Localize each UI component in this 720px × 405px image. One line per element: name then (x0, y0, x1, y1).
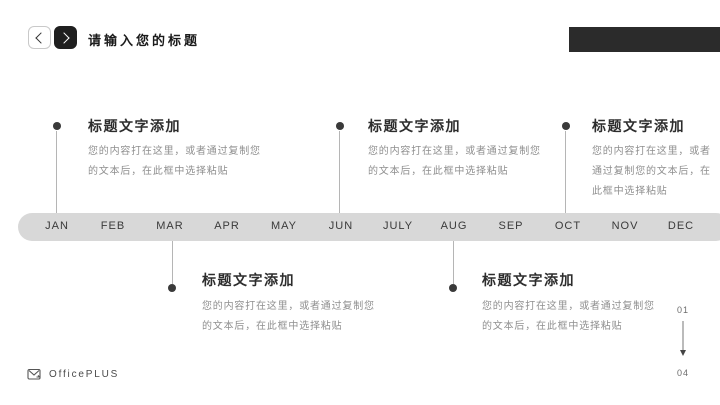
milestone-title: 标题文字添加 (482, 272, 575, 288)
month-label-dec: DEC (667, 220, 695, 232)
milestone-connector-line (339, 131, 340, 213)
milestone-body-line: 您的内容打在这里，或者 (592, 146, 711, 157)
month-label-aug: AUG (440, 220, 468, 232)
milestone-connector-line (453, 241, 454, 284)
month-label-may: MAY (270, 220, 298, 232)
milestone-body-line: 的文本后，在此框中选择粘贴 (202, 321, 343, 332)
milestone-title: 标题文字添加 (202, 272, 295, 288)
month-label-oct: OCT (554, 220, 582, 232)
brand-name: OfficePLUS (49, 369, 120, 380)
milestone-body-line: 的文本后，在此框中选择粘贴 (482, 321, 623, 332)
milestone-title: 标题文字添加 (592, 118, 685, 134)
milestone-title: 标题文字添加 (368, 118, 461, 134)
milestone-body-line: 的文本后，在此框中选择粘贴 (368, 166, 509, 177)
brand-logo: OfficePLUS (27, 368, 119, 381)
month-label-jan: JAN (45, 220, 69, 232)
milestone-dot (336, 122, 344, 130)
arrow-down-icon (680, 321, 686, 356)
month-label-july: JULY (382, 220, 414, 232)
page-number-total: 04 (676, 368, 689, 378)
milestone-dot (168, 284, 176, 292)
milestone-body: 您的内容打在这里，或者通过复制您 的文本后，在此框中选择粘贴 (368, 142, 541, 182)
milestone-dot (562, 122, 570, 130)
envelope-icon (27, 368, 41, 380)
month-label-jun: JUN (328, 220, 354, 232)
milestone-body-line: 您的内容打在这里，或者通过复制您 (482, 301, 655, 312)
milestone-dot (449, 284, 457, 292)
milestone-body: 您的内容打在这里，或者通过复制您 的文本后，在此框中选择粘贴 (202, 297, 375, 337)
milestone-body-line: 通过复制您的文本后，在 (592, 166, 711, 177)
slide-title: 请输入您的标题 (88, 33, 201, 48)
month-label-sep: SEP (498, 220, 524, 232)
month-label-mar: MAR (156, 220, 184, 232)
milestone-body-line: 您的内容打在这里，或者通过复制您 (368, 146, 541, 157)
milestone-body: 您的内容打在这里，或者通过复制您 的文本后，在此框中选择粘贴 (88, 142, 261, 182)
milestone-dot (53, 122, 61, 130)
milestone-body-line: 您的内容打在这里，或者通过复制您 (88, 146, 261, 157)
month-label-nov: NOV (611, 220, 639, 232)
milestone-body: 您的内容打在这里，或者 通过复制您的文本后，在 此框中选择粘贴 (592, 142, 711, 202)
milestone-title: 标题文字添加 (88, 118, 181, 134)
chevron-right-icon (58, 31, 70, 44)
milestone-body-line: 您的内容打在这里，或者通过复制您 (202, 301, 375, 312)
milestone-connector-line (56, 131, 57, 213)
next-slide-button[interactable] (54, 26, 77, 49)
page-number-current: 01 (676, 305, 689, 315)
milestone-body: 您的内容打在这里，或者通过复制您 的文本后，在此框中选择粘贴 (482, 297, 655, 337)
month-label-feb: FEB (100, 220, 126, 232)
timeline-band (18, 213, 720, 241)
prev-slide-button[interactable] (28, 26, 51, 49)
chevron-left-icon (35, 31, 47, 44)
month-label-apr: APR (214, 220, 240, 232)
milestone-connector-line (565, 131, 566, 213)
milestone-connector-line (172, 241, 173, 284)
milestone-body-line: 的文本后，在此框中选择粘贴 (88, 166, 229, 177)
milestone-body-line: 此框中选择粘贴 (592, 186, 668, 197)
top-right-decor-bar (569, 27, 720, 52)
